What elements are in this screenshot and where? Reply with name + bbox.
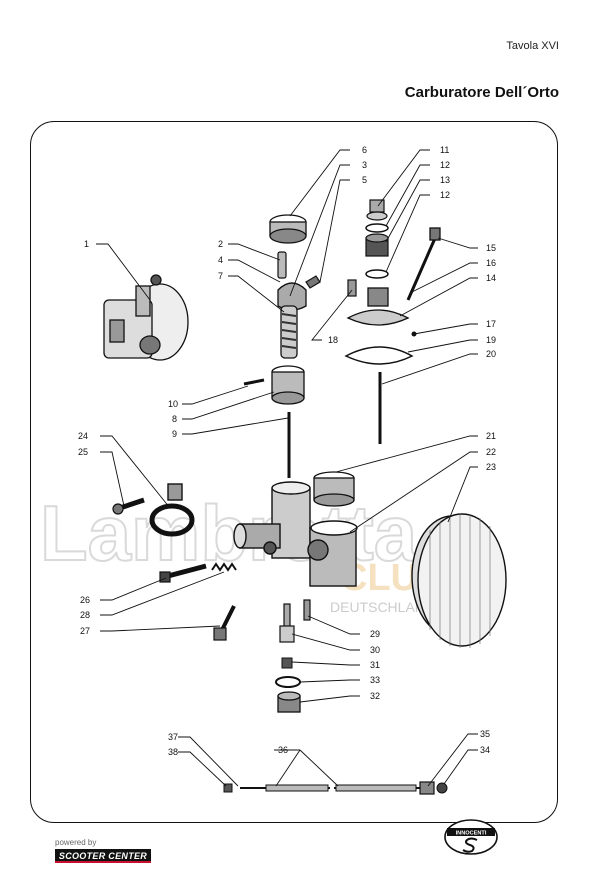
callout-23: 23 [486, 462, 496, 472]
part-12-washer-lower [365, 269, 389, 279]
callout-24: 24 [78, 431, 88, 441]
callout-35: 35 [480, 729, 490, 739]
part-6-ring-nut [269, 214, 307, 244]
part-7-slide-head [277, 282, 307, 359]
part-26-idle-screw [159, 563, 207, 583]
part-21-float [313, 471, 355, 507]
callout-12-top: 12 [440, 160, 450, 170]
callout-26: 26 [80, 595, 90, 605]
diagram-frame [30, 121, 558, 823]
part-22-carburettor-body [233, 481, 358, 587]
callout-1: 1 [84, 239, 89, 249]
part-11-cap-screw [366, 199, 388, 221]
callout-32: 32 [370, 691, 380, 701]
callout-5: 5 [362, 175, 367, 185]
part-32-plug [277, 691, 301, 713]
callout-6: 6 [362, 145, 367, 155]
callout-9: 9 [172, 429, 177, 439]
callout-15: 15 [486, 243, 496, 253]
part-14-float-chamber-cover [346, 287, 410, 326]
innocenti-logo: INNOCENTI [444, 819, 498, 855]
callout-8: 8 [172, 414, 177, 424]
part-36-cable [240, 784, 420, 792]
part-34-nut [436, 782, 448, 794]
callout-labels: 1 2 3 4 5 6 7 8 9 10 11 12 13 12 14 15 1… [78, 145, 496, 757]
innocenti-logo-text: INNOCENTI [456, 831, 487, 837]
callout-21: 21 [486, 431, 496, 441]
watermark: Lambretta CLUB DEUTSCHLAND E.V. [39, 488, 464, 615]
part-33-washer [275, 676, 301, 688]
callout-2: 2 [218, 239, 223, 249]
part-12-washer-top [365, 223, 389, 233]
callout-10: 10 [168, 399, 178, 409]
part-31-jet-holder [281, 657, 293, 669]
scooter-center-logo: SCOOTER CENTER [55, 849, 151, 863]
callout-13: 13 [440, 175, 450, 185]
part-2-4-screws [277, 251, 321, 289]
callout-28: 28 [80, 610, 90, 620]
part-35-adjuster [419, 781, 435, 795]
plate-number: Tavola XVI [506, 40, 559, 52]
powered-by-label: powered by [55, 838, 97, 847]
callout-30: 30 [370, 645, 380, 655]
callout-36: 36 [278, 745, 288, 755]
part-24-clamp [149, 483, 195, 537]
callout-33: 33 [370, 675, 380, 685]
part-28-spring [211, 562, 237, 572]
callout-37: 37 [168, 732, 178, 742]
part-38-cable-end [223, 783, 233, 793]
callout-11: 11 [440, 145, 449, 155]
part-13-filter [365, 233, 389, 257]
part-18-screw [347, 279, 357, 297]
callout-12-lower: 12 [440, 190, 450, 200]
callout-14: 14 [486, 273, 496, 283]
callout-16: 16 [486, 258, 496, 268]
part-29-main-jet [303, 599, 311, 621]
page-title: Carburatore Dell´Orto [404, 84, 559, 101]
callout-19: 19 [486, 335, 496, 345]
callout-20: 20 [486, 349, 496, 359]
callout-34: 34 [480, 745, 490, 755]
part-23-air-filter [411, 513, 507, 648]
callout-4: 4 [218, 255, 223, 265]
callout-31: 31 [370, 660, 380, 670]
part-30-atomiser [279, 603, 295, 643]
part-19-gasket [344, 346, 414, 365]
callout-22: 22 [486, 447, 496, 457]
part-1-carburettor-assembly [103, 274, 189, 361]
callout-27: 27 [80, 626, 90, 636]
part-10-clip [243, 378, 265, 386]
callout-18: 18 [328, 335, 338, 345]
part-27-mixture-screw [213, 605, 236, 641]
leader-lines [96, 149, 478, 787]
callout-25: 25 [78, 447, 88, 457]
part-8-throttle-slide [271, 365, 305, 405]
callout-3: 3 [362, 160, 367, 170]
part-15-16-float-needle [406, 227, 441, 301]
callout-17: 17 [486, 319, 496, 329]
callout-29: 29 [370, 629, 380, 639]
innocenti-s-mark [462, 837, 478, 853]
callout-38: 38 [168, 747, 178, 757]
callout-7: 7 [218, 271, 223, 281]
part-25-clamp-screw [112, 497, 145, 515]
